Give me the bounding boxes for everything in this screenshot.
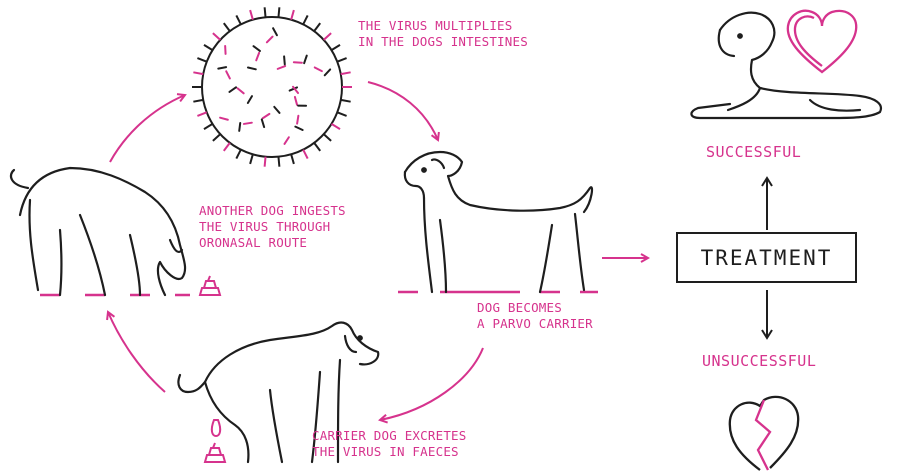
virus-inner-stroke — [229, 87, 236, 92]
drop-icon — [212, 420, 220, 436]
outcome-unsuccessful: UNSUCCESSFUL — [702, 352, 816, 370]
virus-spike — [314, 143, 320, 151]
virus-spike — [204, 45, 213, 50]
treatment-box: TREATMENT — [676, 232, 857, 283]
virus-inner-stroke — [237, 88, 243, 93]
virus-spike — [250, 154, 253, 164]
virus-inner-stroke — [262, 119, 264, 127]
virus-spike — [291, 10, 294, 20]
dog-carrier-icon — [405, 152, 592, 292]
virus-spike — [324, 33, 331, 40]
virus-spike — [278, 157, 279, 167]
stage-label-carrier: DOG BECOMES A PARVO CARRIER — [477, 300, 593, 332]
virus-spike — [236, 15, 240, 24]
stage-label-excrete: CARRIER DOG EXCRETES THE VIRUS IN FAECES — [312, 428, 467, 460]
virus-inner-stroke — [315, 67, 322, 71]
virus-spike — [204, 124, 213, 129]
virus-spike — [224, 23, 230, 31]
virus-spike — [303, 15, 307, 24]
virus-inner-stroke — [325, 69, 330, 75]
arrow-excrete-to-ingest — [108, 312, 165, 392]
virus-spike — [213, 33, 220, 40]
virus-inner-stroke — [244, 123, 252, 124]
broken-heart-icon — [730, 397, 798, 470]
outcome-successful: SUCCESSFUL — [706, 143, 801, 161]
virus-spike — [332, 45, 341, 50]
virus-inner-stroke — [297, 116, 298, 124]
virus-spike — [197, 58, 206, 62]
virus-inner-stroke — [267, 37, 273, 43]
virus-spike — [265, 7, 266, 17]
arrow-virus-to-carrier — [368, 82, 438, 140]
virus-spike — [341, 72, 351, 74]
virus-spike — [337, 58, 346, 62]
virus-spike — [193, 72, 203, 74]
virus-icon — [192, 7, 352, 166]
virus-spike — [291, 154, 294, 164]
virus-inner-stroke — [226, 71, 230, 78]
virus-inner-stroke — [295, 97, 297, 105]
virus-spike — [278, 7, 279, 17]
arrow-ingest-to-virus — [110, 95, 185, 162]
virus-spike — [341, 100, 351, 102]
dog-recovered-icon — [691, 13, 881, 118]
stage-label-multiply: THE VIRUS MULTIPLIES IN THE DOGS INTESTI… — [358, 18, 528, 50]
virus-spike — [332, 124, 341, 129]
dog-sniffing-icon — [11, 168, 185, 295]
virus-inner-stroke — [273, 28, 277, 35]
virus-spike — [197, 112, 206, 116]
virus-inner-stroke — [220, 118, 228, 120]
virus-spike — [224, 143, 230, 151]
virus-inner-stroke — [239, 123, 240, 131]
virus-spike — [193, 100, 203, 102]
virus-spike — [314, 23, 320, 31]
arrow-carrier-to-excrete — [380, 348, 483, 420]
virus-spike — [337, 112, 346, 116]
virus-spike — [265, 157, 266, 167]
treatment-label: TREATMENT — [701, 246, 833, 270]
virus-inner-stroke — [218, 67, 226, 69]
virus-inner-stroke — [248, 68, 256, 70]
virus-inner-stroke — [263, 114, 270, 118]
virus-inner-stroke — [304, 56, 307, 64]
virus-spike — [250, 10, 253, 20]
ground-lines — [40, 292, 598, 295]
virus-spike — [236, 150, 240, 159]
virus-inner-stroke — [295, 127, 302, 130]
virus-inner-stroke — [284, 56, 285, 64]
virus-inner-stroke — [256, 53, 259, 60]
heart-icon — [788, 11, 856, 72]
virus-spike — [324, 134, 331, 141]
virus-spike — [303, 150, 307, 159]
virus-inner-stroke — [284, 137, 288, 144]
virus-inner-stroke — [274, 107, 279, 113]
virus-spike — [213, 134, 220, 141]
cycle-arrows — [108, 82, 648, 420]
stage-label-ingest: ANOTHER DOG INGESTS THE VIRUS THROUGH OR… — [199, 203, 346, 251]
virus-inner-stroke — [254, 46, 260, 51]
virus-inner-stroke — [278, 66, 285, 69]
virus-inner-stroke — [248, 96, 252, 103]
